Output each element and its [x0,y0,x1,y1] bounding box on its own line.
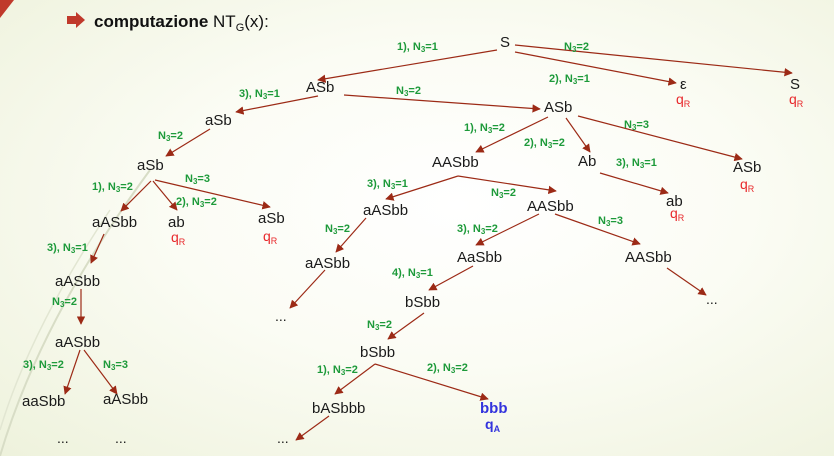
edge-label: 3), N3=1 [239,88,280,101]
edge-label: 3), N3=1 [47,242,88,255]
ellipsis-markers: ... ... ... ... ... [57,291,718,446]
slide-swoosh-decoration [0,169,151,456]
edge-label: 3), N3=1 [616,157,657,170]
edge-label: N3=3 [185,173,210,186]
reject-state-label: qR [263,228,278,246]
edge-label: N3=2 [491,187,516,200]
ellipsis: ... [275,308,287,324]
edge-label: N3=2 [367,319,392,332]
edge-label: N3=2 [158,130,183,143]
tree-node: Ab [578,153,596,170]
tree-node: aSb [258,210,285,227]
tree-node: bSbb [360,344,395,361]
edge-label: N3=2 [325,223,350,236]
tree-node: S [500,34,510,51]
edge-label: N3=3 [103,359,128,372]
tree-node: aASbb [363,202,408,219]
edge-label: N3=2 [564,41,589,54]
state-markers: qR qR qR qR qR qR qA [171,91,804,434]
tree-node: AASbb [527,198,574,215]
tree-edges [63,44,793,441]
edge-label: N3=3 [624,119,649,132]
tree-node: aASbb [55,273,100,290]
tree-nodes: S ASb ε S aSb ASb aSb AASbb Ab ASb aASbb… [22,34,800,417]
tree-node: aASbb [55,334,100,351]
edge-label: N3=2 [52,296,77,309]
accepting-node: bbb [480,400,508,417]
tree-node: aSb [137,157,164,174]
tree-node: aASbb [103,391,148,408]
edge-label: 1), N3=2 [317,364,358,377]
tree-node: ASb [306,79,334,96]
tree-node: S [790,76,800,93]
tree-node: aASbb [92,214,137,231]
tree-node: ASb [544,99,572,116]
tree-node: aASbb [305,255,350,272]
reject-state-label: qR [676,91,691,109]
reject-state-label: qR [171,229,186,247]
header-text: computazione NTG(x): [94,12,269,34]
tree-node: ASb [733,159,761,176]
bullet-arrow-icon [67,12,85,28]
edge-label: 1), N3=1 [397,41,438,54]
reject-state-label: qR [789,91,804,109]
slide-corner-decoration [0,0,14,18]
tree-node: AaSbb [457,249,502,266]
edge-label: 3), N3=2 [23,359,64,372]
tree-node: AASbb [432,154,479,171]
tree-node: ab [666,193,683,210]
edge-label: 3), N3=2 [457,223,498,236]
edge-label: 4), N3=1 [392,267,433,280]
edge-label: 1), N3=2 [464,122,505,135]
tree-node: aSb [205,112,232,129]
edge-label: 2), N3=1 [549,73,590,86]
accept-state-label: qA [485,416,501,434]
ellipsis: ... [277,430,289,446]
edge-labels: 1), N3=1 N3=2 2), N3=1 3), N3=1 N3=2 N3=… [23,41,657,377]
slide-swoosh-decoration [0,209,111,431]
tree-node: bSbb [405,294,440,311]
edge-label: 2), N3=2 [524,137,565,150]
edge-label: 2), N3=2 [176,196,217,209]
tree-node: aaSbb [22,393,65,410]
tree-node: ε [680,76,687,93]
edge-label: 3), N3=1 [367,178,408,191]
ellipsis: ... [706,291,718,307]
reject-state-label: qR [670,205,685,223]
edge-label: N3=3 [598,215,623,228]
reject-state-label: qR [740,176,755,194]
ellipsis: ... [115,430,127,446]
tree-node: ab [168,214,185,231]
tree-node: bASbbb [312,400,365,417]
ellipsis: ... [57,430,69,446]
edge-label: N3=2 [396,85,421,98]
edge-label: 1), N3=2 [92,181,133,194]
tree-node: AASbb [625,249,672,266]
edge-label: 2), N3=2 [427,362,468,375]
